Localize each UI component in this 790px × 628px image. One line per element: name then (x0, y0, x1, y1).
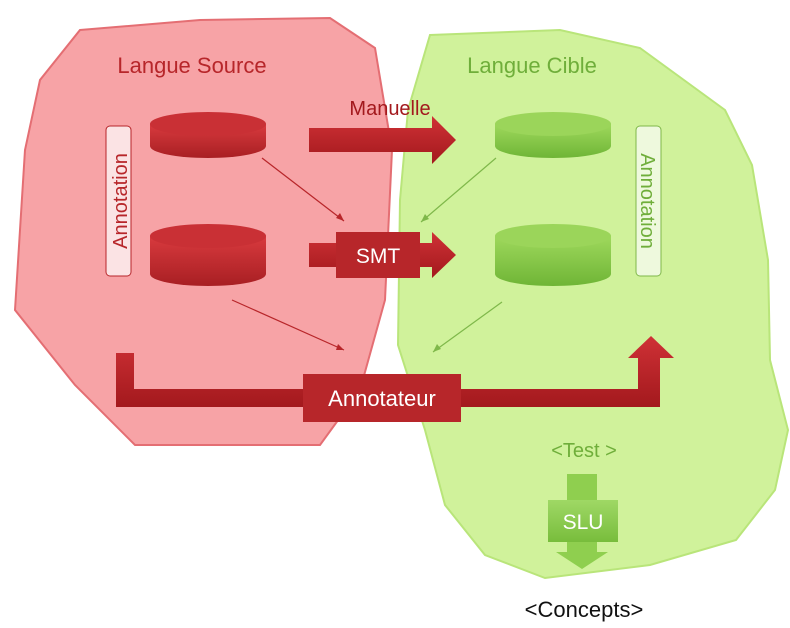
connector-line (420, 157, 497, 223)
target-language-region (396, 28, 790, 580)
test-label: <Test > (551, 440, 617, 462)
annotator-box (303, 374, 461, 422)
target-database-bottom (495, 224, 611, 286)
slu-box (548, 500, 618, 542)
target-annotation-label: Annotation (636, 153, 658, 249)
manual-translation-label: Manuelle (349, 98, 430, 120)
target-database-top (495, 112, 611, 158)
connector-arrowhead (433, 344, 441, 352)
target-annotation-box (635, 125, 662, 277)
source-language-title: Langue Source (117, 53, 266, 78)
connector-line (261, 157, 345, 222)
annotator-flow-arrow (116, 336, 674, 407)
smt-box (336, 232, 420, 278)
source-database-bottom (150, 224, 266, 286)
connector-arrowhead (336, 344, 344, 350)
connector-arrowhead (336, 213, 344, 221)
source-database-top (150, 112, 266, 158)
source-annotation-label: Annotation (110, 153, 132, 249)
annotator-label: Annotateur (328, 386, 436, 411)
connector-arrowhead (421, 214, 429, 222)
slu-input-shaft (567, 474, 597, 502)
slu-label: SLU (563, 511, 604, 534)
smt-label: SMT (356, 245, 401, 268)
connector-line (231, 299, 345, 351)
source-annotation-box (105, 125, 132, 277)
target-language-title: Langue Cible (467, 53, 597, 78)
concepts-label: <Concepts> (525, 597, 644, 622)
slu-output-arrow (556, 540, 608, 569)
manual-translation-arrow (309, 116, 456, 164)
connector-line (432, 301, 503, 353)
